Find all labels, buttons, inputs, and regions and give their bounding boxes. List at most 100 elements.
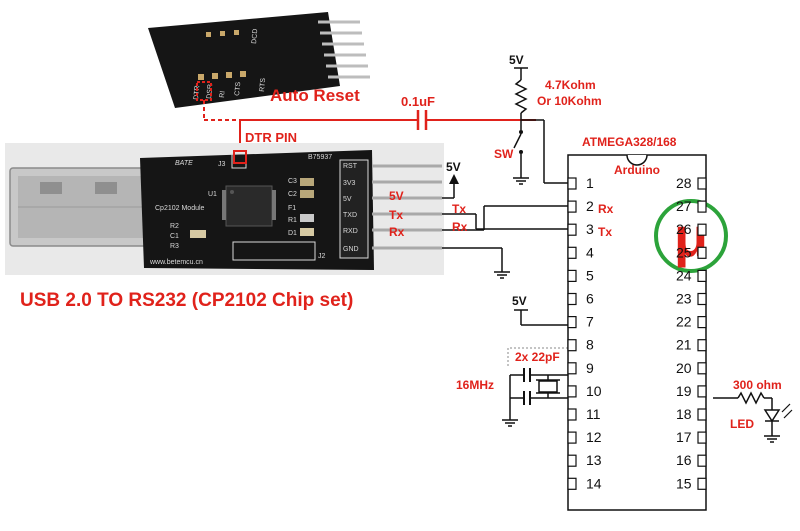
- board-back-header: [318, 20, 370, 79]
- pad-label-cts: CTS: [234, 81, 242, 96]
- usb-board-header: [339, 159, 369, 259]
- arduino-label: Arduino: [614, 163, 660, 177]
- dtr-pad-highlight: [196, 81, 212, 101]
- micro-logo-ring: [654, 199, 728, 273]
- chip-pin-right: [697, 339, 707, 352]
- chip-pin-number: 9: [586, 360, 594, 376]
- vcc-5v-board-label: 5V: [446, 160, 461, 174]
- chip-pin-right: [697, 292, 707, 306]
- chip-pin-left: [567, 477, 577, 490]
- vcc-5v-pin7-label: 5V: [512, 294, 527, 308]
- board-back-photo: DTR DSR RI CTS DCD RTS: [148, 12, 370, 108]
- comp-j2: J2: [318, 253, 326, 260]
- pad-label-dtr: DTR: [193, 85, 201, 100]
- chip-pin-number: 16: [676, 452, 692, 468]
- comp-f1: F1: [288, 205, 296, 212]
- led-component: [190, 230, 206, 238]
- dtr-pin-label: DTR PIN: [245, 130, 297, 145]
- comp-c1: C1: [170, 233, 179, 240]
- led-label: LED: [730, 417, 754, 431]
- chip-pin-number: 25: [676, 244, 692, 260]
- header-pin-gnd: GND: [343, 246, 359, 253]
- resistor-value-label-1: 4.7Kohm: [545, 78, 596, 92]
- chip-pin-right: [697, 269, 707, 282]
- chip-notch: [626, 154, 648, 166]
- rx-wire-label: Rx: [452, 220, 468, 234]
- caps-22pf-label: 2x 22pF: [515, 350, 560, 364]
- chip-pin-number: 21: [676, 337, 692, 353]
- comp-r2: R2: [170, 223, 179, 230]
- board-back-pads: DTR DSR RI CTS DCD RTS: [193, 28, 267, 100]
- mcu-tx-label: Tx: [598, 225, 612, 239]
- chip-pin-number: 22: [676, 314, 692, 330]
- chip-pin-right: [697, 477, 707, 490]
- chip-pin-number: 1: [586, 175, 594, 191]
- chip-pin-number: 27: [676, 198, 692, 214]
- board-module: Cp2102 Module: [155, 205, 205, 212]
- chip-pin-right: [697, 385, 707, 398]
- chip-pin-left: [567, 292, 577, 306]
- crystal-label: 16MHz: [456, 378, 494, 392]
- chip-pin-left: [567, 316, 577, 329]
- chip-pin-right: [697, 408, 707, 421]
- board-brand: BATE: [175, 160, 193, 167]
- chip-pin-right: [697, 223, 707, 236]
- pad-label-ri: RI: [219, 91, 227, 99]
- comp-c2: C2: [288, 191, 297, 198]
- chip-pin-number: 18: [676, 406, 692, 422]
- comp-d1: D1: [288, 230, 297, 237]
- switch-label: SW: [494, 147, 514, 161]
- chip-pin-right: [697, 362, 707, 375]
- chip-pin-left: [567, 339, 577, 352]
- header-pin-3v3: 3V3: [343, 180, 356, 187]
- led-circuit: [713, 391, 793, 443]
- header-pin-5v: 5V: [343, 196, 352, 203]
- chip-pin-number: 19: [676, 383, 692, 399]
- chip-pin-left: [567, 362, 577, 375]
- chip-pin-number: 14: [586, 475, 602, 491]
- led-resistor-label: 300 ohm: [733, 378, 782, 392]
- comp-u1: U1: [208, 191, 217, 198]
- chip-pin-left: [567, 269, 577, 282]
- board-to-mcu-wiring: [442, 174, 568, 279]
- pad-label-dcd: DCD: [251, 28, 259, 44]
- led-diode: [763, 409, 781, 423]
- board-url: www.betemcu.cn: [149, 259, 203, 266]
- chip-pin-left: [567, 200, 577, 213]
- reset-switch: [513, 133, 522, 149]
- chip-pin-number: 12: [586, 429, 602, 445]
- mcu-rx-label: Rx: [598, 202, 614, 216]
- chip-pin-number: 13: [586, 452, 602, 468]
- chip-pin-left: [567, 177, 577, 190]
- chip-pin-number: 4: [586, 244, 594, 260]
- header-pin-rxd: RXD: [343, 228, 358, 235]
- chip-pin-right: [697, 454, 707, 467]
- header-pin-txd: TXD: [343, 212, 357, 219]
- pullup-resistor: [514, 79, 528, 114]
- usb-caption: USB 2.0 TO RS232 (CP2102 Chip set): [20, 290, 353, 311]
- usb-board-photo: BATE B75937 Cp2102 Module www.betemcu.cn…: [5, 143, 444, 275]
- chip-pin-number: 20: [676, 360, 692, 376]
- reset-network: 5V: [509, 53, 568, 185]
- chip-pin-left: [567, 246, 577, 259]
- cp2102-chip: [222, 185, 276, 227]
- resistor-value-label-2: Or 10Kohm: [537, 94, 602, 108]
- chip-pin-number: 24: [676, 267, 692, 283]
- vcc-arrow: [449, 174, 459, 184]
- pad-label-rts: RTS: [259, 77, 267, 92]
- chip-pin-right: [697, 200, 707, 213]
- led-resistor: [737, 391, 765, 405]
- comp-c3: C3: [288, 178, 297, 185]
- crystal-network: [502, 347, 568, 427]
- chip-pin-number: 26: [676, 221, 692, 237]
- chip-pin-right: [697, 246, 707, 259]
- chip-pin-number: 11: [586, 406, 601, 422]
- chip-pin-right: [697, 316, 707, 329]
- cap-01uf-label: 0.1uF: [401, 94, 435, 109]
- header-pin-rst: RST: [343, 163, 358, 170]
- chip-pin-left: [567, 431, 577, 444]
- pin7-vcc: 5V: [512, 294, 568, 326]
- chip-pin-number: 5: [586, 267, 594, 283]
